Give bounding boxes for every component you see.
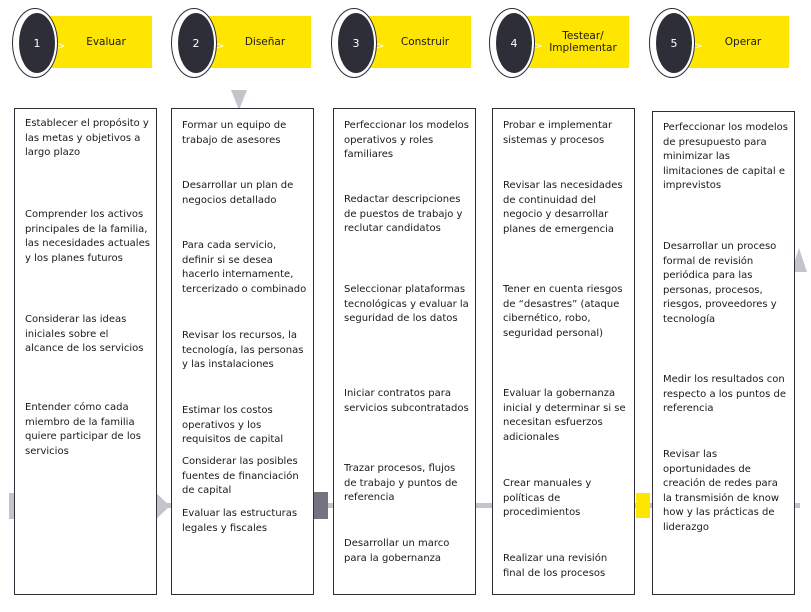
- step-column-1: Establecer el propósito y las metas y ob…: [14, 108, 157, 595]
- step-header-1: 1 > Evaluar: [12, 8, 152, 78]
- step-title: Operar: [724, 35, 762, 48]
- list-item: Desarrollar un marco para la gobernanza: [344, 538, 450, 564]
- list-item: Evaluar la gobernanza inicial y determin…: [503, 388, 626, 443]
- list-item: Seleccionar plataformas tecnológicas y e…: [344, 284, 469, 324]
- step-column-5: Perfeccionar los modelos de presupuesto …: [652, 111, 795, 595]
- list-item: Crear manuales y políticas de procedimie…: [503, 478, 592, 518]
- step-header-4: 4 > Testear/ Implementar: [489, 8, 629, 78]
- step-header-2: 2 > Diseñar: [171, 8, 311, 78]
- arrow-down-icon: [231, 90, 247, 110]
- flow-marker-dark: [314, 492, 328, 519]
- step-number-badge: 2: [178, 13, 214, 73]
- step-title: Evaluar: [86, 35, 126, 48]
- step-title: Construir: [400, 35, 450, 48]
- list-item: Redactar descripciones de puestos de tra…: [344, 194, 463, 234]
- step-column-2: Formar un equipo de trabajo de asesores …: [171, 108, 314, 595]
- step-header-5: 5 > Operar: [649, 8, 789, 78]
- list-item: Establecer el propósito y las metas y ob…: [25, 118, 149, 158]
- list-item: Entender cómo cada miembro de la familia…: [25, 402, 141, 457]
- list-item: Considerar las ideas iniciales sobre el …: [25, 314, 144, 354]
- list-item: Perfeccionar los modelos de presupuesto …: [663, 122, 789, 191]
- list-item: Revisar las necesidades de continuidad d…: [503, 180, 623, 235]
- list-item: Desarrollar un plan de negocios detallad…: [182, 180, 294, 206]
- list-item: Desarrollar un proceso formal de revisió…: [663, 241, 777, 325]
- step-ring: 2: [171, 8, 217, 78]
- list-item: Medir los resultados con respecto a los …: [663, 374, 787, 414]
- step-number-badge: 4: [496, 13, 532, 73]
- step-ring: 4: [489, 8, 535, 78]
- list-item: Considerar las posibles fuentes de finan…: [182, 456, 299, 496]
- step-title: Diseñar: [244, 35, 286, 48]
- list-item: Revisar los recursos, la tecnología, las…: [182, 330, 304, 370]
- step-ring: 1: [12, 8, 58, 78]
- list-item: Formar un equipo de trabajo de asesores: [182, 120, 287, 146]
- list-item: Para cada servicio, definir si se desea …: [182, 240, 307, 295]
- step-number-badge: 1: [19, 13, 55, 73]
- list-item: Comprender los activos principales de la…: [25, 209, 150, 264]
- flow-marker-yellow: [636, 493, 650, 518]
- arrow-right-icon: [154, 491, 170, 521]
- chevron-right-icon: >: [534, 41, 543, 52]
- step-header-3: 3 > Construir: [331, 8, 471, 78]
- arrow-up-icon: [791, 248, 807, 272]
- step-column-3: Perfeccionar los modelos operativos y ro…: [333, 108, 476, 595]
- step-number-badge: 5: [656, 13, 692, 73]
- chevron-right-icon: >: [694, 41, 703, 52]
- step-ring: 5: [649, 8, 695, 78]
- list-item: Iniciar contratos para servicios subcont…: [344, 388, 469, 414]
- step-number-badge: 3: [338, 13, 374, 73]
- list-item: Estimar los costos operativos y los requ…: [182, 405, 284, 445]
- step-ring: 3: [331, 8, 377, 78]
- list-item: Tener en cuenta riesgos de “desastres” (…: [503, 284, 623, 339]
- list-item: Evaluar las estructuras legales y fiscal…: [182, 508, 298, 534]
- list-item: Trazar procesos, flujos de trabajo y pun…: [344, 463, 458, 503]
- chevron-right-icon: >: [216, 41, 225, 52]
- step-title: Testear/ Implementar: [549, 29, 617, 54]
- list-item: Revisar las oportunidades de creación de…: [663, 449, 780, 533]
- chevron-right-icon: >: [376, 41, 385, 52]
- list-item: Probar e implementar sistemas y procesos: [503, 120, 613, 146]
- list-item: Perfeccionar los modelos operativos y ro…: [344, 120, 470, 160]
- list-item: Realizar una revisión final de los proce…: [503, 553, 608, 579]
- chevron-right-icon: >: [57, 41, 66, 52]
- step-column-4: Probar e implementar sistemas y procesos…: [492, 108, 635, 595]
